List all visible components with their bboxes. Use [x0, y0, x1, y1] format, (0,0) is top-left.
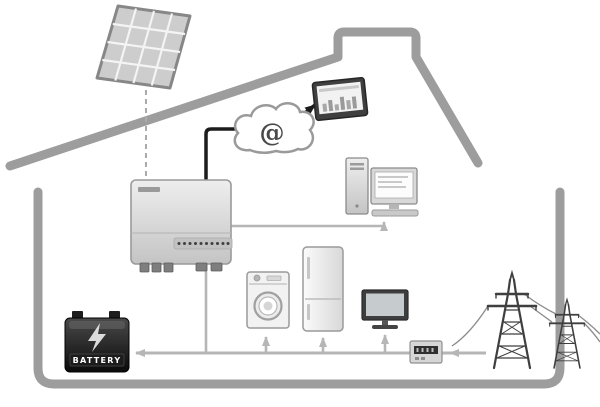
tv-stand — [382, 320, 388, 325]
battery-label-band — [69, 353, 125, 367]
tower-drive-slot — [350, 167, 364, 170]
fridge-handle-bottom — [307, 304, 310, 320]
house-walls — [33, 187, 565, 389]
refrigerator — [302, 246, 344, 332]
fridge-body — [302, 246, 344, 332]
tablet-chart-icon — [318, 84, 359, 112]
washer-knob — [253, 274, 261, 282]
grid-wires — [451, 293, 600, 347]
meter-button — [421, 357, 425, 360]
solar-panel-grid — [102, 8, 186, 86]
solar-panel — [95, 4, 192, 90]
keyboard — [371, 209, 419, 217]
screen-content-lines — [378, 176, 408, 188]
battery-label: BATTERY — [73, 356, 122, 365]
tv-screen — [366, 293, 404, 316]
washer-buttons — [266, 275, 282, 281]
inverter-led-panel — [173, 237, 233, 250]
meter-display-digits — [416, 348, 434, 352]
power-button-icon — [355, 204, 359, 208]
energy-meter — [409, 340, 443, 364]
inverter — [130, 179, 233, 273]
inverter-brand-mark — [138, 187, 160, 192]
computer-feed-arrow — [231, 221, 388, 231]
inverter-connectors — [139, 262, 223, 273]
power-flow-lines — [135, 90, 486, 357]
tv-base — [372, 325, 398, 329]
power-pylon-small — [548, 298, 586, 369]
inverter-to-cloud-line — [204, 127, 245, 198]
tv-monitor — [361, 289, 409, 329]
tablet-display — [311, 76, 369, 122]
fridge-handle-top — [307, 257, 310, 279]
desktop-computer — [345, 157, 419, 217]
lightning-bolt-icon — [88, 323, 106, 352]
meter-display — [414, 346, 438, 354]
washing-machine — [246, 271, 290, 329]
inverter-body — [130, 179, 232, 265]
washer-drum — [263, 301, 273, 311]
computer-screen — [374, 171, 414, 199]
battery: BATTERY — [64, 311, 130, 373]
at-symbol-icon: @ — [260, 118, 285, 147]
computer-tower — [345, 157, 369, 215]
tower-drive-slot — [350, 163, 364, 166]
house-outline — [5, 27, 565, 389]
internet-cloud: @ — [233, 102, 315, 154]
battery-highlight — [69, 321, 125, 329]
house-roof — [5, 27, 483, 171]
meter-button — [415, 357, 419, 360]
monitor-stand — [389, 204, 399, 209]
power-pylon-large — [486, 271, 538, 370]
inverter-led-row — [177, 242, 230, 245]
cloud-shape — [233, 102, 315, 154]
